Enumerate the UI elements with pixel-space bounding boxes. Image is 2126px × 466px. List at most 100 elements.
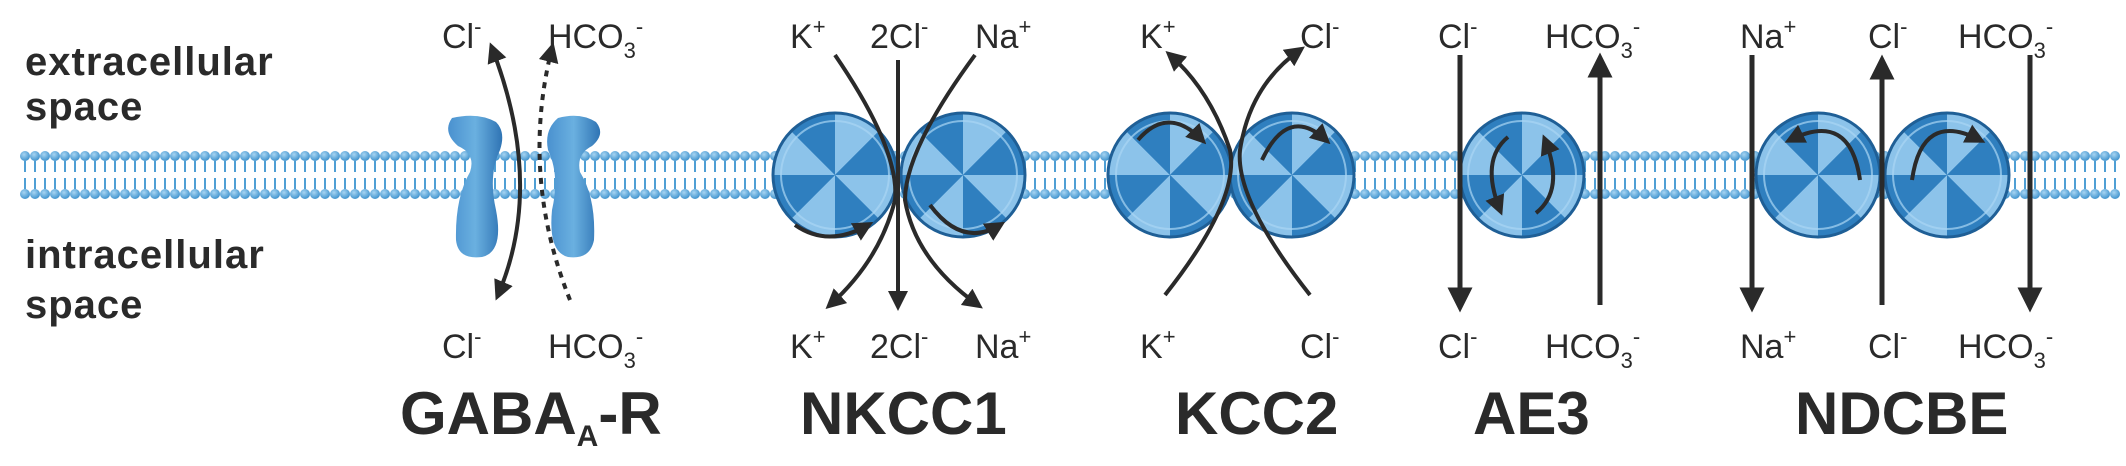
nkcc1-rot-left-arrow <box>793 222 874 241</box>
nkcc1-in-na: Na+ <box>975 324 1031 366</box>
nkcc1: K+ 2Cl- Na+ K+ 2Cl- Na+ NKCC1 <box>771 14 1031 447</box>
gaba-a-receptor: Cl- HCO3- Cl- HCO3- GABAA-R <box>400 14 662 453</box>
nkcc1-left-disc <box>771 111 899 239</box>
disc-segment <box>901 175 963 219</box>
extracellular-label: extracellular <box>25 40 274 84</box>
disc-segment <box>1818 175 1862 237</box>
kcc2-rot-left-arrow <box>1136 120 1207 145</box>
nkcc1-out-k: K+ <box>790 14 826 56</box>
disc-segment <box>1756 131 1818 175</box>
kcc2-name: KCC2 <box>1175 380 1338 447</box>
disc-segment <box>1126 175 1170 237</box>
disc-segment <box>963 175 1007 237</box>
disc-segment <box>1170 131 1232 175</box>
ae3-in-cl: Cl- <box>1438 324 1477 366</box>
kcc2-rot-right-arrow <box>1260 123 1331 161</box>
ae3: Cl-HCO3-Cl-HCO3-AE3 <box>1438 14 1640 447</box>
disc-segment <box>1108 175 1170 219</box>
disc-segment <box>1230 131 1292 175</box>
ndcbe-left-disc <box>1754 111 1882 239</box>
disc-segment <box>1756 175 1818 219</box>
ndcbe-out-na: Na+ <box>1740 14 1796 56</box>
ndcbe-in-cl: Cl- <box>1868 324 1907 366</box>
disc-segment <box>1108 131 1170 175</box>
disc-segment <box>963 131 1025 175</box>
disc-segment <box>773 175 835 219</box>
nkcc1-right-disc <box>899 111 1027 239</box>
gaba-cl-arrow <box>487 42 523 301</box>
ae3-out-cl: Cl- <box>1438 14 1477 56</box>
ndcbe: Na+ Cl- HCO3- Na+ Cl- HCO3- NDCBE <box>1739 14 2053 447</box>
disc-segment <box>901 131 963 175</box>
nkcc1-in-2cl: 2Cl- <box>870 324 928 366</box>
disc-inner-ring <box>780 120 890 230</box>
ndcbe-rot-left-arrow <box>1784 124 1862 181</box>
nkcc1-na-arrow <box>902 53 983 309</box>
kcc2-cl-arrow <box>1237 46 1312 297</box>
ndcbe-name: NDCBE <box>1795 380 2008 447</box>
ae3-rot-right-arrow <box>1534 134 1560 215</box>
kcc2-right-disc <box>1228 111 1356 239</box>
disc-segment <box>1903 175 1947 237</box>
disc-inner-ring <box>1467 120 1577 230</box>
ae3-out-hco3: HCO3- <box>1545 14 1640 63</box>
disc-segment <box>919 175 963 237</box>
nkcc1-rot-right-arrow <box>928 203 1006 241</box>
intracellular-space-label: space <box>25 283 143 327</box>
kcc2-in-k: K+ <box>1140 324 1176 366</box>
gaba-out-hco3: HCO3- <box>548 14 643 63</box>
ndcbe-in-na: Na+ <box>1740 324 1796 366</box>
ae3-rot-left-arrow <box>1485 135 1510 216</box>
ndcbe-right-disc <box>1883 111 2011 239</box>
disc-segment <box>1292 131 1354 175</box>
membrane <box>20 150 2120 200</box>
disc-segment <box>963 113 1007 175</box>
ae3-disc <box>1458 111 1586 239</box>
disc-outline <box>1883 111 2011 239</box>
disc-segment <box>791 175 835 237</box>
disc-outline <box>899 111 1027 239</box>
disc-segment <box>963 175 1025 219</box>
disc-segment <box>791 113 835 175</box>
disc-segment <box>1947 175 2009 219</box>
disc-segment <box>1170 175 1214 237</box>
disc-segment <box>1292 175 1336 237</box>
disc-segment <box>1522 175 1584 219</box>
kcc2-out-cl: Cl- <box>1300 14 1339 56</box>
disc-segment <box>1460 131 1522 175</box>
disc-segment <box>835 131 897 175</box>
intracellular-label: intracellular <box>25 233 265 277</box>
nkcc1-name: NKCC1 <box>800 380 1007 447</box>
gaba-in-cl: Cl- <box>442 324 481 366</box>
kcc2: K+ Cl- K+ Cl- KCC2 <box>1106 14 1356 447</box>
disc-segment <box>1947 175 1991 237</box>
ndcbe-rot-right-arrow <box>1910 124 1986 181</box>
disc-segment <box>1170 175 1232 219</box>
nkcc1-out-2cl: 2Cl- <box>870 14 928 56</box>
disc-segment <box>1885 131 1947 175</box>
nkcc1-out-na: Na+ <box>975 14 1031 56</box>
ndcbe-out-hco3: HCO3- <box>1958 14 2053 63</box>
nkcc1-k-arrow <box>825 53 898 310</box>
gaba-out-cl: Cl- <box>442 14 481 56</box>
disc-segment <box>835 175 879 237</box>
disc-inner-ring <box>1892 120 2002 230</box>
kcc2-in-cl: Cl- <box>1300 324 1339 366</box>
disc-inner-ring <box>1763 120 1873 230</box>
kcc2-out-k: K+ <box>1140 14 1176 56</box>
disc-segment <box>919 113 963 175</box>
nkcc1-in-k: K+ <box>790 324 826 366</box>
ndcbe-out-cl: Cl- <box>1868 14 1907 56</box>
ndcbe-in-hco3: HCO3- <box>1958 324 2053 373</box>
gaba-in-hco3: HCO3- <box>548 324 643 373</box>
disc-segment <box>773 131 835 175</box>
disc-segment <box>835 175 897 219</box>
disc-segment <box>1885 175 1947 219</box>
disc-segment <box>1947 131 2009 175</box>
disc-segment <box>1818 113 1862 175</box>
disc-segment <box>1818 175 1880 219</box>
gaba-name: GABAA-R <box>400 380 662 453</box>
gaba-channel-right-subunit <box>547 115 601 258</box>
disc-segment <box>1292 175 1354 219</box>
